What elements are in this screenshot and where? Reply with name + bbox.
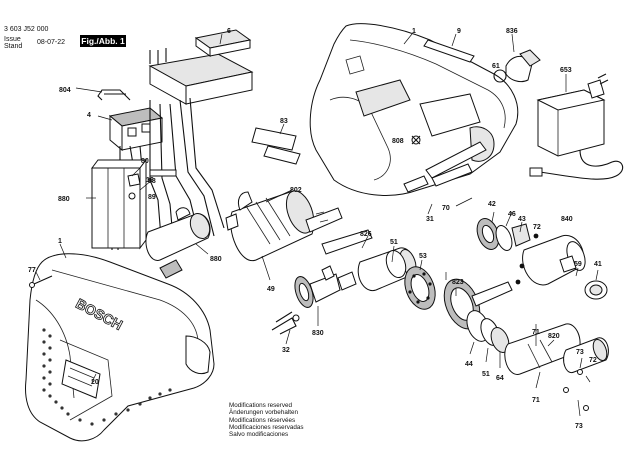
part-label-9: 9 xyxy=(457,28,461,35)
note-line: Änderungen vorbehalten xyxy=(229,409,298,417)
part-label-804: 804 xyxy=(59,87,71,94)
part-label-32: 32 xyxy=(282,347,290,354)
part-label-64: 64 xyxy=(496,375,504,382)
part-label-20: 20 xyxy=(91,379,99,386)
part-label-836: 836 xyxy=(506,28,518,35)
screw-77 xyxy=(29,271,53,288)
part-label-16: 16 xyxy=(146,177,154,184)
electronics-wiring xyxy=(97,29,254,251)
part-label-51: 51 xyxy=(482,371,490,378)
part-label-70: 70 xyxy=(442,205,450,212)
issue-label: Issue xyxy=(4,36,21,43)
part-label-41: 41 xyxy=(594,261,602,268)
part-label-72: 72 xyxy=(533,224,541,231)
part-label-823: 823 xyxy=(452,279,464,286)
leader-lines xyxy=(59,33,599,417)
note-line: Modifications réservées xyxy=(229,416,296,424)
note-line: Modifications reserved xyxy=(229,402,292,409)
small-parts-88-89 xyxy=(127,169,177,200)
part-label-51: 51 xyxy=(390,239,398,246)
part-label-73: 73 xyxy=(575,423,583,430)
drive-train xyxy=(321,229,513,353)
modification-notes: Modifications reserved Änderungen vorbeh… xyxy=(229,402,304,438)
part-label-880: 880 xyxy=(58,196,70,203)
part-label-49: 49 xyxy=(267,286,275,293)
part-label-6: 6 xyxy=(227,28,231,35)
part-label-4: 4 xyxy=(87,112,91,119)
part-label-73: 73 xyxy=(576,349,584,356)
part-label-830: 830 xyxy=(312,330,324,337)
figure-label: Fig./Abb. 1 xyxy=(80,35,126,47)
part-label-42: 42 xyxy=(488,201,496,208)
note-line: Modificaciones reservadas xyxy=(229,423,304,431)
part-label-89: 89 xyxy=(148,194,156,201)
part-label-72: 72 xyxy=(589,357,597,364)
charger-653 xyxy=(529,73,624,180)
part-label-840: 840 xyxy=(561,216,573,223)
part-label-61: 61 xyxy=(492,63,500,70)
cap-836 xyxy=(493,49,541,83)
issue-date: 08-07-22 xyxy=(37,39,66,46)
part-label-71: 71 xyxy=(532,329,540,336)
part-label-71: 71 xyxy=(532,397,540,404)
note-line: Salvo modificaciones xyxy=(229,431,289,439)
doc-number: 3 603 J52 000 xyxy=(4,26,49,33)
part-label-88: 88 xyxy=(148,178,156,185)
part-label-880: 880 xyxy=(210,256,222,263)
part-label-46: 46 xyxy=(508,211,516,218)
spindle-820 xyxy=(504,323,609,411)
part-label-83: 83 xyxy=(280,118,288,125)
part-label-1: 1 xyxy=(412,28,416,35)
part-label-1: 1 xyxy=(58,238,62,245)
gear-housing-1 xyxy=(309,23,519,196)
part-label-802: 802 xyxy=(290,187,302,194)
part-label-808: 808 xyxy=(392,138,404,145)
part-label-53: 53 xyxy=(419,253,427,260)
part-label-43: 43 xyxy=(518,216,526,223)
part-label-80: 80 xyxy=(141,158,149,165)
part-label-653: 653 xyxy=(560,67,572,74)
clip-32 xyxy=(271,311,300,335)
battery-880-left xyxy=(91,158,147,250)
housing-half-left: BOSCH xyxy=(25,253,215,442)
part-label-820: 820 xyxy=(548,333,560,340)
part-label-44: 44 xyxy=(465,361,473,368)
part-label-77: 77 xyxy=(28,267,36,274)
motor-802 xyxy=(225,190,343,262)
part-labels: 1 1 4 6 9 16 20 31 32 41 42 43 44 46 49 … xyxy=(28,28,602,430)
chuck-840 xyxy=(476,218,608,300)
gear-830 xyxy=(294,265,357,308)
part-label-826: 826 xyxy=(360,231,372,238)
switch-83 xyxy=(251,123,301,165)
battery-880-right xyxy=(145,207,211,279)
stand-label: Stand xyxy=(4,43,23,50)
part-label-31: 31 xyxy=(426,216,434,223)
part-label-59: 59 xyxy=(574,261,582,268)
